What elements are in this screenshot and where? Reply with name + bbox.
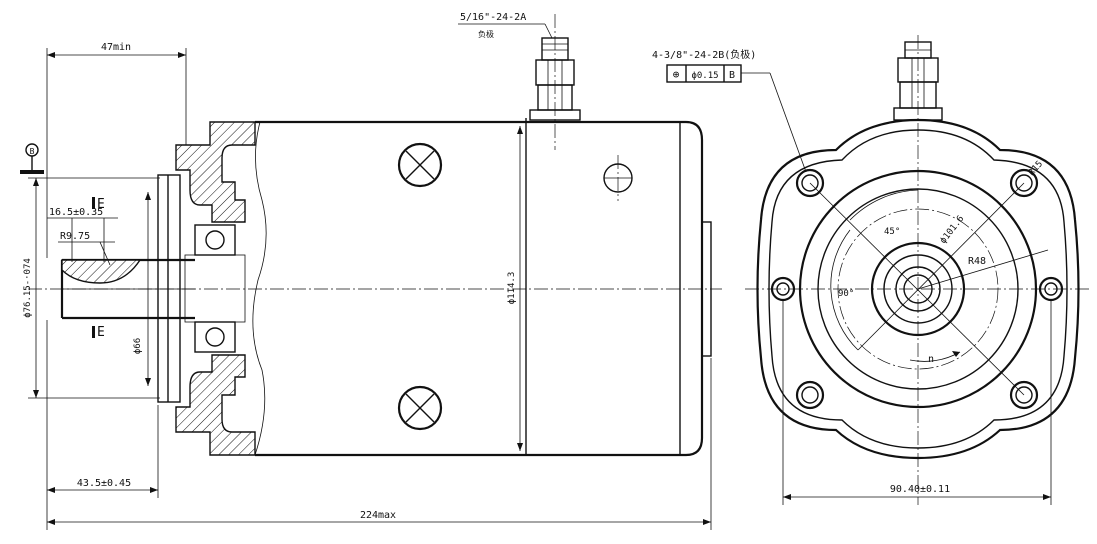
svg-text:43.5±0.45: 43.5±0.45 (77, 478, 131, 489)
svg-text:47min: 47min (101, 42, 131, 53)
dimension-pilot-diameter: ϕ76.15-·074 (23, 177, 160, 399)
terminal-stud-side (529, 14, 581, 150)
section-mark-top: E (97, 197, 105, 212)
brush-cover-bottom (397, 385, 443, 431)
terminal-stud-end (893, 41, 943, 121)
svg-text:⊕: ⊕ (673, 68, 680, 81)
datum-b-label: B (30, 147, 35, 156)
boss-ring (870, 241, 966, 337)
svg-text:16.5±0.35: 16.5±0.35 (49, 207, 103, 218)
bearing (184, 224, 246, 353)
svg-text:90.40±0.11: 90.40±0.11 (890, 484, 950, 495)
svg-text:5/16"-24-2A: 5/16"-24-2A (460, 12, 526, 23)
end-view: ⊕ ϕ0.15 B 4-3/8"-24-2B(负极) 45° 90° ϕ101.… (652, 35, 1090, 505)
section-mark-bottom: E (97, 325, 105, 340)
svg-text:负极: 负极 (478, 29, 494, 39)
housing-outline (756, 118, 1080, 460)
svg-text:B: B (729, 70, 735, 81)
housing-inner-outline (768, 129, 1068, 449)
dimension-body-diameter: ϕ114.3 (507, 126, 523, 451)
radius-48-label: R48 (968, 256, 986, 267)
rotation-arrow (952, 351, 960, 357)
section-mark-bottom-bar (92, 326, 95, 338)
svg-text:224max: 224max (360, 510, 396, 521)
angle-90-label: 90° (838, 289, 854, 299)
angle-90-arc (830, 229, 859, 351)
output-shaft (60, 258, 195, 320)
rotation-label: n (928, 354, 934, 365)
svg-text:ϕ114.3: ϕ114.3 (507, 272, 517, 305)
dimension-bearing-diameter: ϕ66 (133, 192, 151, 386)
dimension-key-width: 16.5±0.35 (47, 207, 118, 262)
terminal-thread-callout: 5/16"-24-2A 负极 (458, 12, 553, 39)
svg-text:4-3/8"-24-2B(负极): 4-3/8"-24-2B(负极) (652, 48, 756, 61)
brush-cover-top (397, 142, 443, 188)
svg-text:ϕ66: ϕ66 (133, 338, 143, 354)
angle-45-arc (849, 189, 919, 221)
side-view: B E E 47min 16.5±0.35 R9.75 (20, 12, 722, 530)
dimension-bolt-spacing: 90.40±0.11 (782, 300, 1052, 505)
vent-plug (603, 155, 633, 201)
motor-body (252, 118, 712, 457)
diagonal-line (857, 182, 1025, 351)
body-ring (798, 169, 1038, 409)
rotation-arc (909, 351, 961, 362)
shaft-ring (895, 266, 941, 312)
mounting-hole (770, 168, 1064, 410)
angle-45-label: 45° (884, 227, 900, 237)
svg-text:R9.75: R9.75 (60, 231, 90, 242)
radius-r48-leader (917, 249, 1049, 290)
section-mark-top-bar (92, 197, 95, 209)
dimension-key-radius: R9.75 (58, 231, 115, 266)
bolt-circle-label: ϕ101.6 (938, 214, 966, 246)
diagonal-line (809, 182, 1025, 396)
dimension-overall-length: 224max (46, 358, 712, 530)
svg-text:ϕ0.15: ϕ0.15 (691, 71, 718, 81)
shaft-end (903, 274, 933, 304)
dimension-shaft-min: 47min (46, 42, 187, 258)
bolt-circle-arc (837, 208, 999, 370)
svg-text:ϕ76.15-·074: ϕ76.15-·074 (23, 258, 33, 318)
feature-control-frame: ⊕ ϕ0.15 B 4-3/8"-24-2B(负极) (652, 48, 807, 173)
datum-b-marker: B (20, 143, 44, 174)
dimension-flange-length: 43.5±0.45 (46, 320, 159, 498)
end-housing-section (157, 121, 256, 456)
bearing-ring (883, 254, 953, 324)
inner-ring (817, 188, 1019, 390)
